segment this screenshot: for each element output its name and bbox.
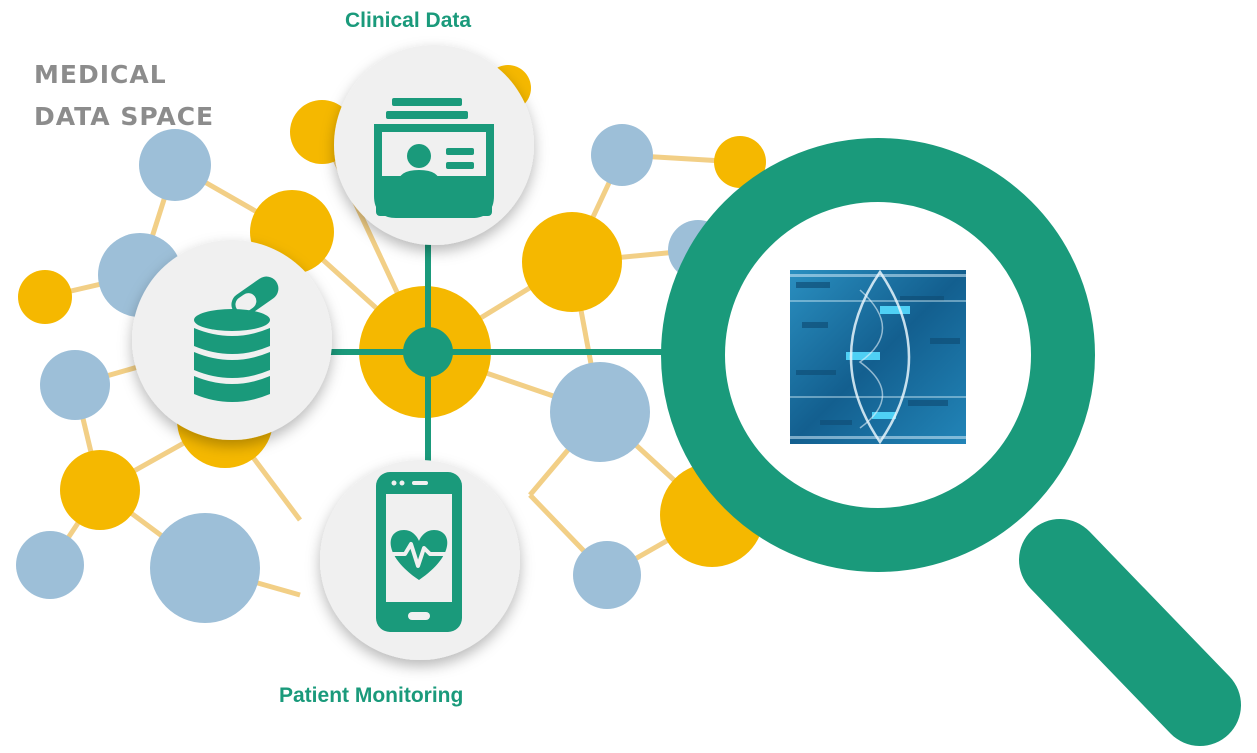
node-gold: [60, 450, 140, 530]
node-blue: [139, 129, 211, 201]
node-blue: [150, 513, 260, 623]
magnifying-glass-icon: [661, 138, 1241, 746]
node-blue: [40, 350, 110, 420]
node-blue: [591, 124, 653, 186]
heart-monitor-phone-icon: [376, 472, 462, 632]
clinical-data-node: [334, 45, 534, 245]
magnifier-handle: [1019, 519, 1241, 746]
patient-monitoring-node: [320, 460, 520, 660]
title-line-1: MEDICAL: [34, 60, 167, 89]
node-gold: [714, 136, 766, 188]
hub-node: [403, 327, 453, 377]
patient-records-icon: [374, 98, 494, 218]
node-blue: [550, 362, 650, 462]
caption-patient-monitoring: Patient Monitoring: [279, 684, 464, 707]
node-blue: [573, 541, 641, 609]
node-blue: [16, 531, 84, 599]
title-line-2: DATA SPACE: [34, 102, 215, 131]
medical-database-icon: [194, 276, 279, 402]
caption-clinical-data: Clinical Data: [345, 9, 472, 32]
node-gold: [18, 270, 72, 324]
dna-data-icon: [790, 269, 966, 445]
node-gold: [522, 212, 622, 312]
medical-database-node: [132, 240, 332, 440]
